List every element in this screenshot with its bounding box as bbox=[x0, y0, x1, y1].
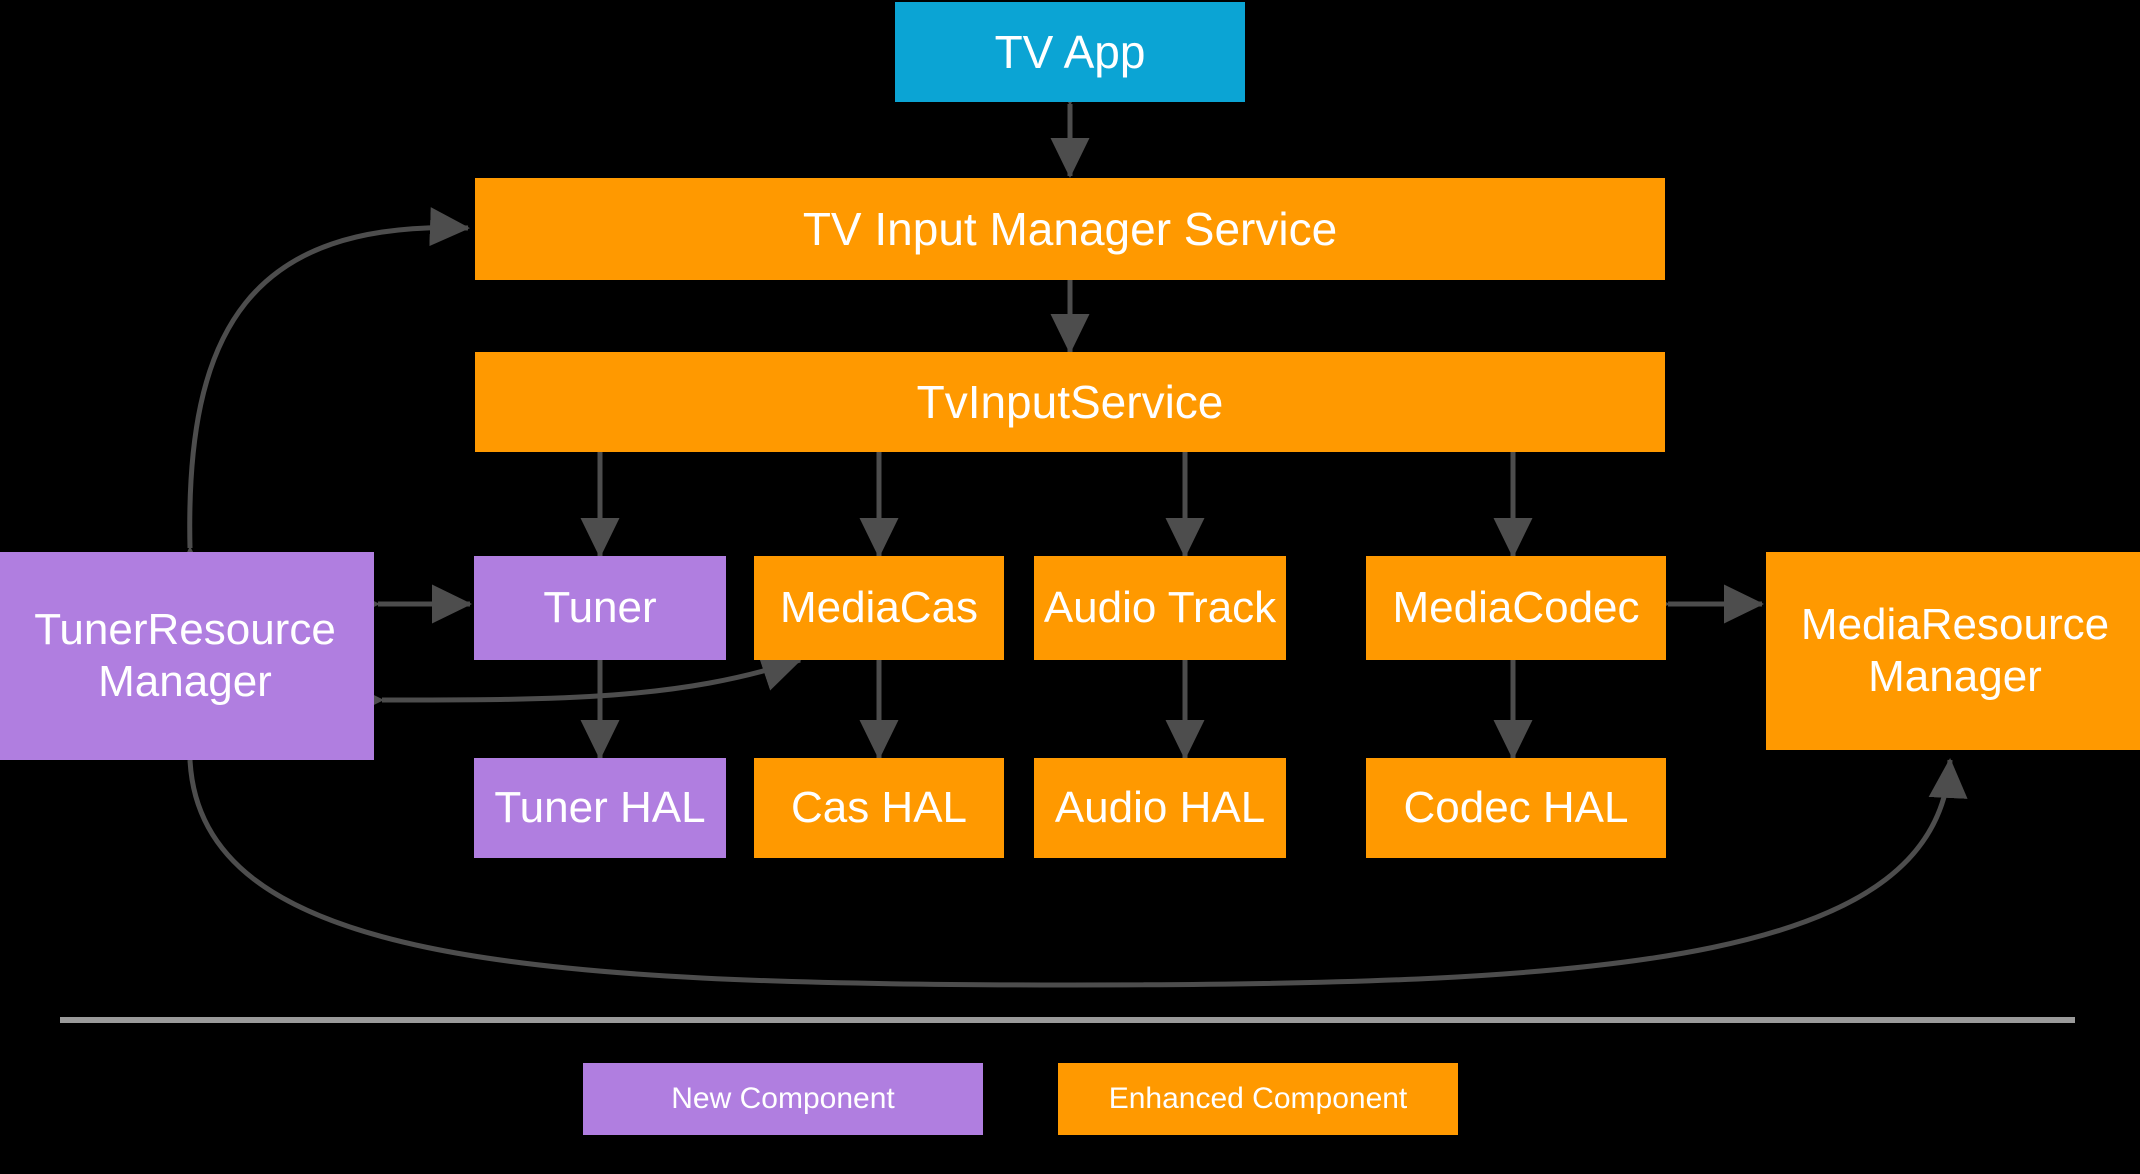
node-audio-hal[interactable]: Audio HAL bbox=[1034, 758, 1286, 858]
node-tv-input-manager-service[interactable]: TV Input Manager Service bbox=[475, 178, 1665, 280]
node-codec-hal[interactable]: Codec HAL bbox=[1366, 758, 1666, 858]
node-tuner-hal[interactable]: Tuner HAL bbox=[474, 758, 726, 858]
node-cas-hal[interactable]: Cas HAL bbox=[754, 758, 1004, 858]
edge-trm-mediacas-curve bbox=[343, 653, 802, 720]
node-tv-app[interactable]: TV App bbox=[895, 2, 1245, 102]
node-media-resource-manager[interactable]: MediaResource Manager bbox=[1766, 552, 2140, 750]
edge-trm-tims-curve bbox=[171, 207, 470, 587]
node-tv-input-service[interactable]: TvInputService bbox=[475, 352, 1665, 452]
legend-item-new-component[interactable]: New Component bbox=[583, 1063, 983, 1135]
node-audio-track[interactable]: Audio Track bbox=[1034, 556, 1286, 660]
node-media-codec[interactable]: MediaCodec bbox=[1366, 556, 1666, 660]
node-tuner-resource-manager[interactable]: TunerResource Manager bbox=[0, 552, 374, 760]
legend-item-enhanced-component[interactable]: Enhanced Component bbox=[1058, 1063, 1458, 1135]
node-tuner[interactable]: Tuner bbox=[474, 556, 726, 660]
legend-divider bbox=[60, 1017, 2075, 1023]
node-media-cas[interactable]: MediaCas bbox=[754, 556, 1004, 660]
